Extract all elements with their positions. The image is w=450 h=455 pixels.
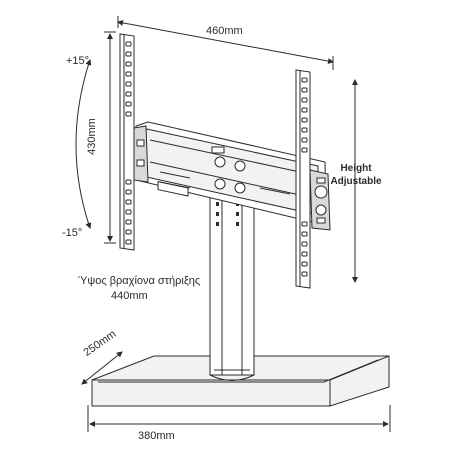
left-bracket-clamp <box>133 125 149 183</box>
base-plate <box>91 355 390 407</box>
tilt-up-label: +15° <box>66 55 90 67</box>
cross-bracket <box>135 121 327 223</box>
tilt-down-label: -15° <box>62 227 83 239</box>
left-height-dimension <box>104 31 116 244</box>
height-adjustable-label: Height Adjustable <box>330 164 382 187</box>
height-label-line1: Height <box>340 163 372 174</box>
base-depth-dimension <box>81 351 123 385</box>
base-width-dimension <box>87 405 391 432</box>
arm-height-caption: Ύψος βραχίονα στήριξης <box>78 275 201 287</box>
top-width-label: 460mm <box>206 25 243 37</box>
height-label-line2: Adjustable <box>330 176 382 187</box>
arm-height-value: 440mm <box>111 290 148 302</box>
left-rail <box>119 33 135 251</box>
tilt-arc <box>75 59 92 229</box>
left-height-label: 430mm <box>85 118 98 155</box>
left-rail-slots <box>125 41 132 245</box>
base-width-label: 380mm <box>138 430 175 442</box>
right-rail-slots <box>301 77 308 277</box>
top-width-dimension <box>117 16 334 70</box>
tilt-knob <box>309 169 331 231</box>
